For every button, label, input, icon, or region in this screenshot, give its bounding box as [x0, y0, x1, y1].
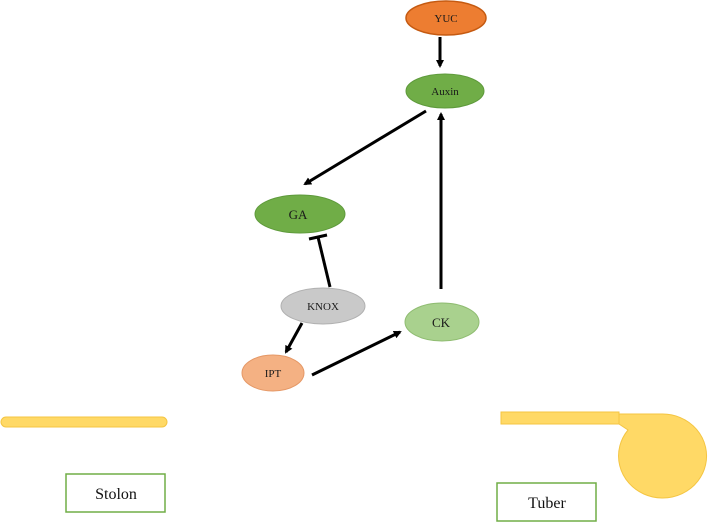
node-ga-shape [254, 194, 346, 234]
edge-ipt-to-ck [311, 330, 402, 377]
edge-knox-to-ipt [284, 322, 304, 354]
stolon-illustration [0, 416, 168, 428]
stolon-label: Stolon [95, 486, 137, 503]
edge-auxin-to-ga [303, 109, 427, 186]
node-knox: KNOX [280, 287, 366, 325]
tuber-label-frame [496, 482, 597, 522]
node-knox-label: KNOX [307, 301, 339, 313]
node-yuc-shape [405, 0, 487, 36]
node-yuc: YUC [405, 0, 487, 36]
node-ck-shape [404, 302, 480, 342]
node-ck: CK [404, 302, 480, 342]
node-ipt-shape [241, 354, 305, 392]
node-ipt: IPT [241, 354, 305, 392]
node-auxin: Auxin [405, 73, 485, 109]
edge-knox-inhibits-ga [316, 236, 332, 288]
node-ga-label: GA [289, 207, 308, 222]
edges [284, 37, 445, 377]
tuber-label: Tuber [528, 495, 566, 512]
node-ipt-label: IPT [265, 368, 282, 380]
edge-knox-inhibits-ga-bar [308, 233, 328, 241]
node-auxin-label: Auxin [431, 86, 459, 98]
tuber-illustration [500, 411, 708, 499]
stolon-label-box: Stolon [65, 473, 166, 513]
node-knox-shape [280, 287, 366, 325]
node-ga: GA [254, 194, 346, 234]
tuber-stolon-shape [500, 411, 620, 425]
stolon-shape [0, 416, 168, 428]
tuber-body-shape [618, 413, 708, 499]
node-yuc-label: YUC [434, 13, 457, 25]
stolon-label-frame [65, 473, 166, 513]
tuber-label-box: Tuber [496, 482, 597, 522]
node-ck-label: CK [432, 315, 451, 330]
node-auxin-shape [405, 73, 485, 109]
